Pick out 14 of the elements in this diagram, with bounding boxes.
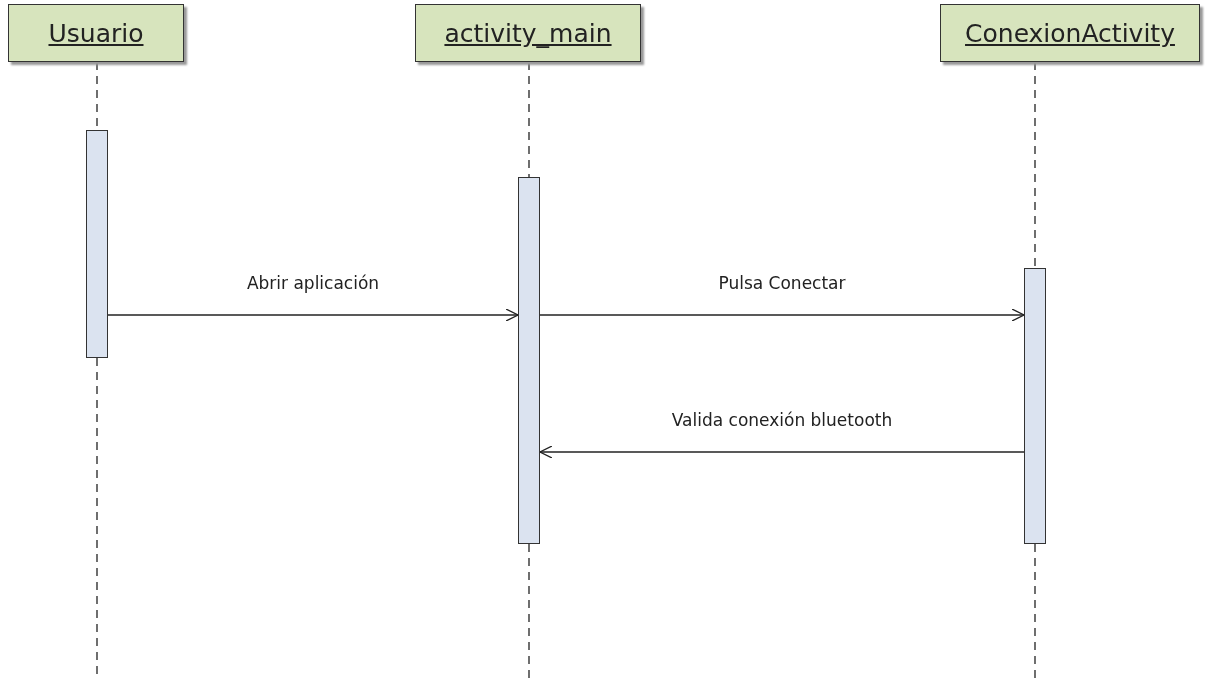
message-arrow (539, 445, 1025, 459)
lifeline (1034, 61, 1036, 269)
activation-bar (86, 130, 108, 358)
participant-name: ConexionActivity (965, 18, 1175, 48)
participant-name: Usuario (48, 18, 144, 48)
participant-name: activity_main (444, 18, 612, 48)
lifeline-header-box (940, 4, 1200, 62)
lifeline (528, 61, 530, 178)
activation-bar (518, 177, 540, 544)
message-arrow (539, 308, 1025, 322)
activation-bar (1024, 268, 1046, 544)
message-arrow (107, 308, 519, 322)
lifeline-header-box (415, 4, 641, 62)
lifeline-header-box (8, 4, 184, 62)
